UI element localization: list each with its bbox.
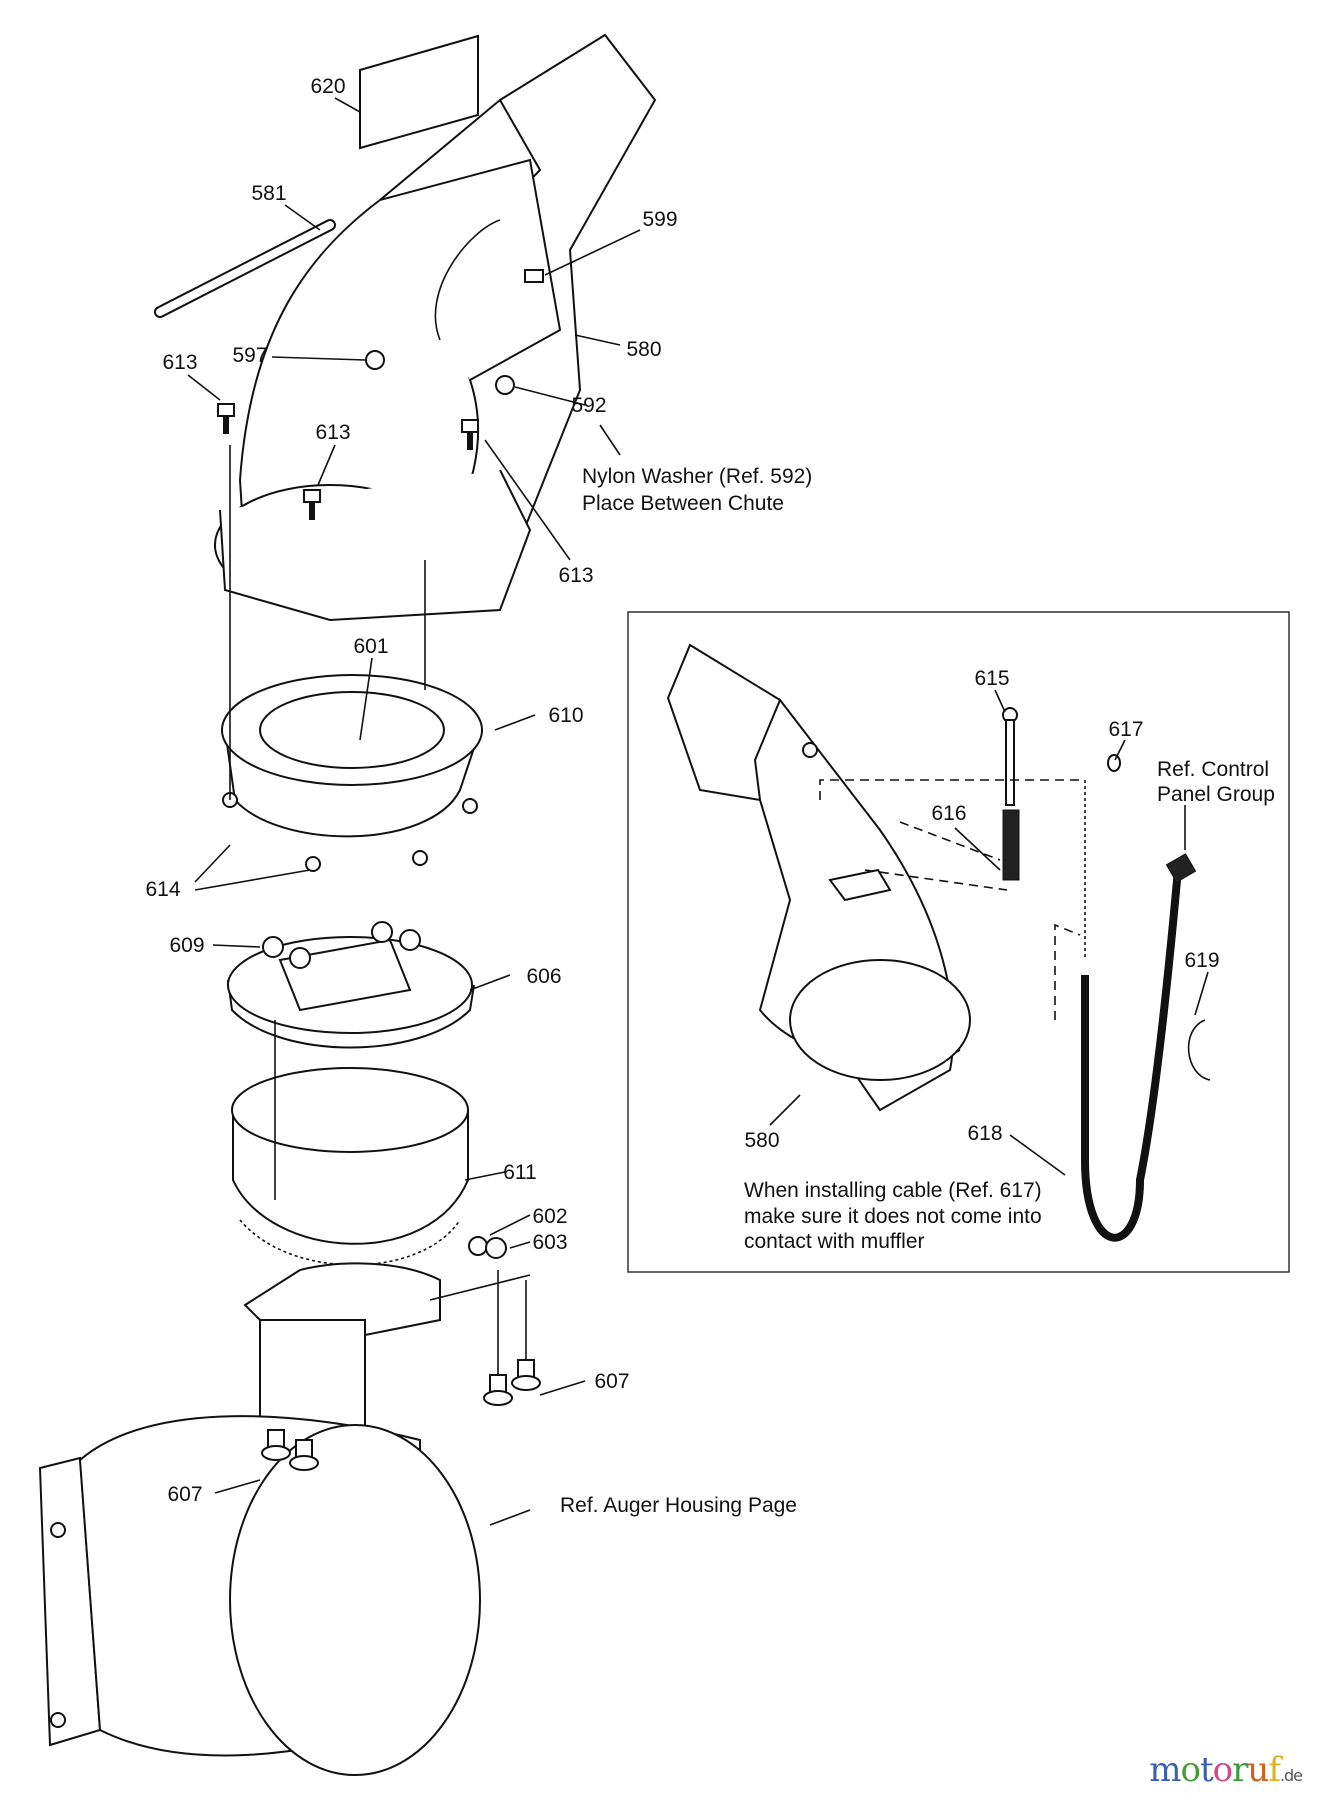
inset-dashed-lines xyxy=(819,779,1085,1020)
cable-end xyxy=(1165,853,1197,883)
nylon-washer-note-line2: Place Between Chute xyxy=(582,492,784,515)
cable-note-line1: When installing cable (Ref. 617) xyxy=(744,1179,1042,1202)
part-label-601: 601 xyxy=(353,635,388,658)
inset-chute-580 xyxy=(666,643,971,1112)
cable-618 xyxy=(1081,869,1182,1242)
spring-616 xyxy=(1002,809,1020,881)
part-label-617: 617 xyxy=(1108,718,1143,741)
ring-610 xyxy=(221,674,483,838)
bolt-613 xyxy=(461,419,479,450)
part-label-615: 615 xyxy=(974,667,1009,690)
inset-rod-615 xyxy=(1002,707,1018,806)
bolt-607 xyxy=(261,1429,291,1461)
cable-note-line3: contact with muffler xyxy=(744,1230,925,1253)
bolt-607 xyxy=(511,1359,541,1391)
part-label-581: 581 xyxy=(251,182,286,205)
part-label-602: 602 xyxy=(532,1205,567,1228)
part-label-618: 618 xyxy=(967,1122,1002,1145)
nut-609 xyxy=(262,936,284,958)
part-label-592: 592 xyxy=(571,394,606,417)
watermark-logo: motoruf.de xyxy=(1149,1750,1303,1790)
part-label-610: 610 xyxy=(548,704,583,727)
nut-603 xyxy=(485,1237,507,1259)
part-label-614: 614 xyxy=(145,878,180,901)
part-label-606: 606 xyxy=(526,965,561,988)
washer-602 xyxy=(468,1236,488,1256)
part-label-613: 613 xyxy=(162,351,197,374)
part-label-611: 611 xyxy=(503,1161,536,1184)
part-label-603: 603 xyxy=(532,1231,567,1254)
nut-614 xyxy=(412,850,428,866)
part-label-599: 599 xyxy=(642,208,677,231)
gear-ring-611 xyxy=(231,1067,469,1266)
part-label-613: 613 xyxy=(558,564,593,587)
part-label-597: 597 xyxy=(232,344,267,367)
part-label-619: 619 xyxy=(1184,949,1219,972)
chute-580 xyxy=(214,33,657,622)
inset-leader-lines xyxy=(769,689,1209,1176)
inset-box xyxy=(627,611,1290,1273)
nut-609 xyxy=(399,929,421,951)
part-label-607: 607 xyxy=(167,1483,202,1506)
part-label-580: 580 xyxy=(626,338,661,361)
control-panel-ref-line1: Ref. Control xyxy=(1157,758,1269,781)
bolt-613 xyxy=(303,489,321,520)
control-panel-ref-line2: Panel Group xyxy=(1157,783,1275,806)
part-label-613: 613 xyxy=(315,421,350,444)
nylon-washer-note-line1: Nylon Washer (Ref. 592) xyxy=(582,465,812,488)
auger-housing xyxy=(38,1262,481,1776)
nut-614 xyxy=(305,856,321,872)
plate-606 xyxy=(227,936,475,1049)
part-label-616: 616 xyxy=(931,802,966,825)
bolt-607 xyxy=(289,1439,319,1471)
leader-lines xyxy=(187,97,641,1526)
nut-609 xyxy=(289,947,311,969)
part-label-609: 609 xyxy=(169,934,204,957)
clip-617 xyxy=(1107,754,1121,772)
nut-614 xyxy=(462,798,478,814)
auger-housing-ref: Ref. Auger Housing Page xyxy=(560,1494,797,1517)
nut-609 xyxy=(371,921,393,943)
part-label-620: 620 xyxy=(310,75,345,98)
part-label-607: 607 xyxy=(594,1370,629,1393)
bolt-607 xyxy=(483,1374,513,1406)
cable-note-line2: make sure it does not come into xyxy=(744,1205,1042,1228)
decal-620 xyxy=(359,34,479,150)
ring-619 xyxy=(1187,1019,1211,1081)
bolt-613 xyxy=(217,403,235,434)
part-label-580: 580 xyxy=(744,1129,779,1152)
